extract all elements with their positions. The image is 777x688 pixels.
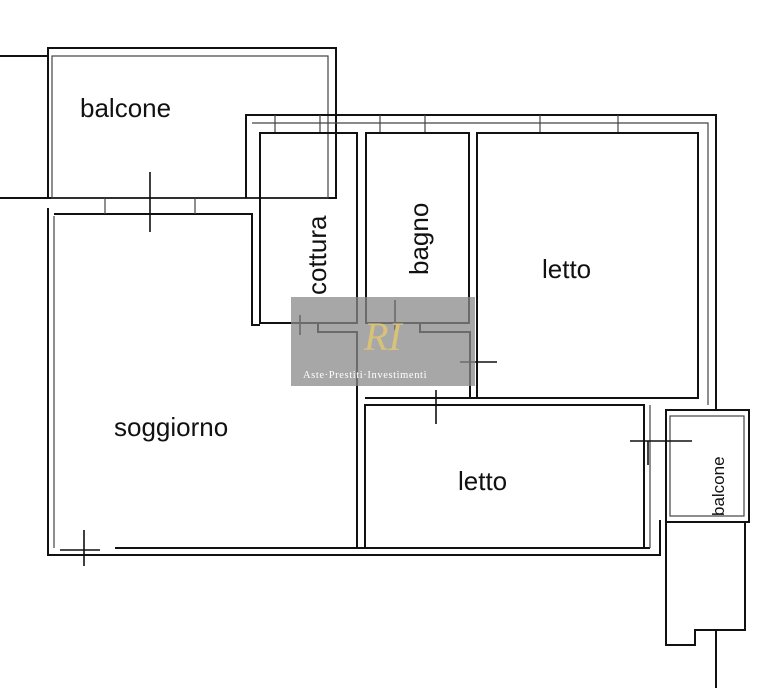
watermark-logo: RI [363,314,403,359]
letto-top-room [476,132,699,399]
label-letto-top: letto [542,254,591,284]
letto-bottom-room [364,404,645,549]
watermark-text: Aste·Prestiti·Investimenti [303,370,427,381]
watermark: RI Aste·Prestiti·Investimenti [291,297,475,386]
watermark-box [291,297,475,386]
balcone-side-area [665,409,750,688]
label-balcone-side: balcone [709,456,728,516]
label-letto-bottom: letto [458,466,507,496]
window-marks [104,115,619,214]
label-soggiorno: soggiorno [114,412,228,442]
label-bagno: bagno [404,203,434,275]
label-cottura: cottura [302,215,332,295]
label-balcone-top: balcone [80,93,171,123]
